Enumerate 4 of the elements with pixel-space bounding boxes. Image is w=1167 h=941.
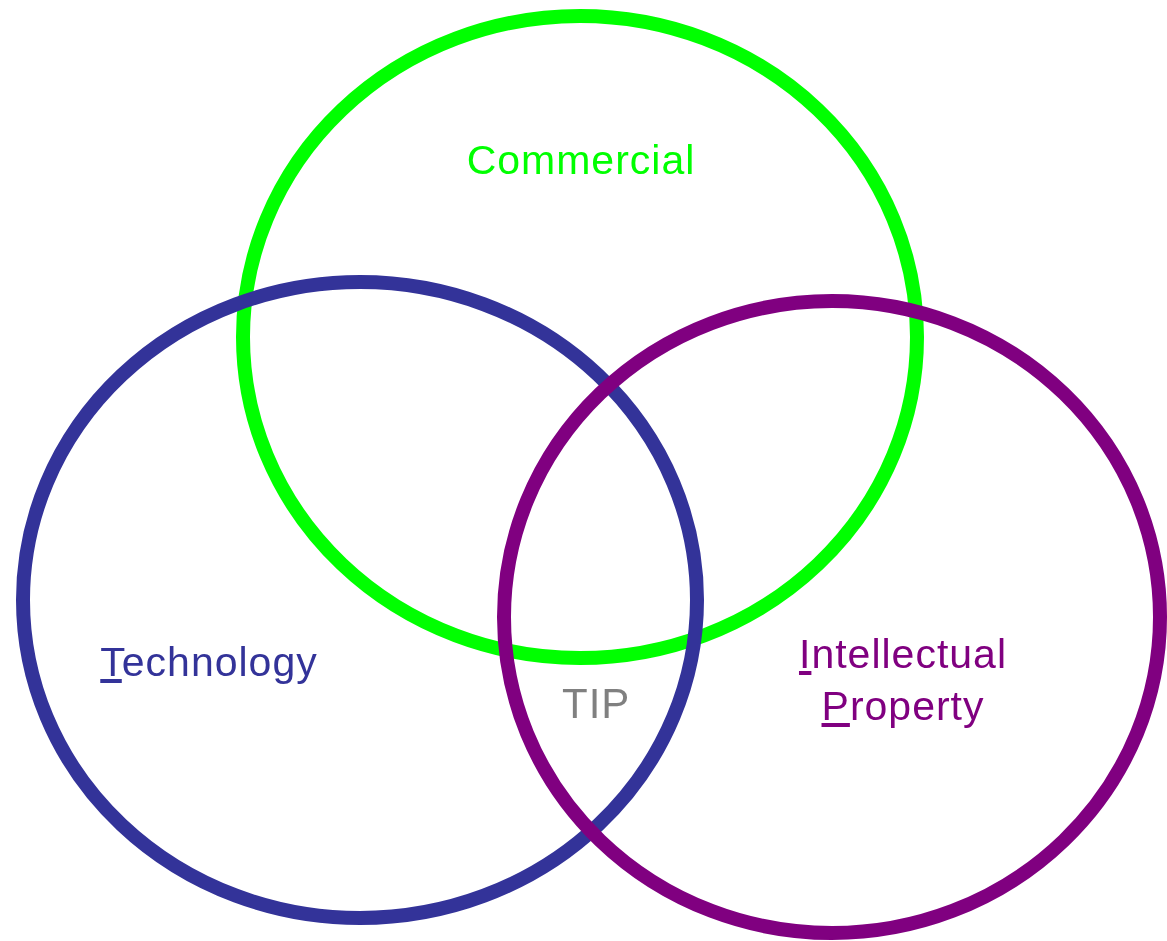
ellipse-label: Technology bbox=[99, 638, 319, 687]
ellipse-label: Intellectual Property bbox=[798, 630, 1008, 731]
intersection-label: TIP bbox=[562, 680, 631, 728]
ellipse-label: Commercial bbox=[465, 136, 697, 185]
